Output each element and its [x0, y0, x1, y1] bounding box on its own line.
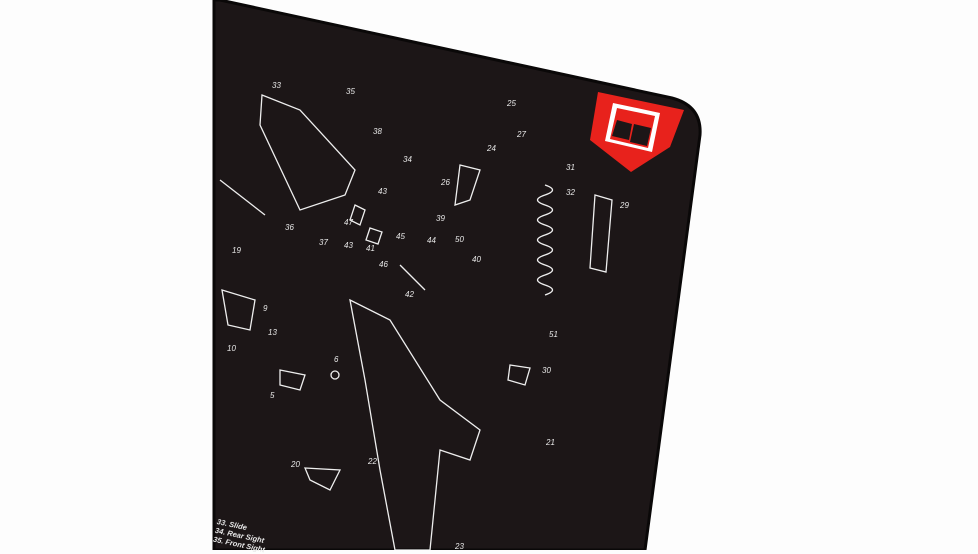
- part-number: 13: [268, 328, 277, 337]
- part-number: 43: [378, 187, 387, 196]
- part-number: 31: [566, 163, 575, 172]
- part-number: 44: [427, 236, 436, 245]
- part-number: 40: [472, 255, 481, 264]
- part-number: 6: [334, 355, 339, 364]
- part-number: 10: [227, 344, 236, 353]
- part-number: 39: [436, 214, 445, 223]
- part-number: 9: [263, 304, 268, 313]
- part-number: 22: [368, 457, 377, 466]
- part-number: 46: [379, 260, 388, 269]
- logo-icon: [590, 92, 684, 172]
- part-number: 30: [542, 366, 551, 375]
- part-number: 27: [517, 130, 526, 139]
- part-number: 43: [344, 241, 353, 250]
- part-number: 32: [566, 188, 575, 197]
- mat: [212, 0, 702, 550]
- part-number: 50: [455, 235, 464, 244]
- part-number: 21: [546, 438, 555, 447]
- part-number: 35: [346, 87, 355, 96]
- parts-diagram: [219, 94, 613, 550]
- part-number: 5: [270, 391, 275, 400]
- part-number: 33: [272, 81, 281, 90]
- part-number: 23: [455, 542, 464, 551]
- part-number: 37: [319, 238, 328, 247]
- part-number: 38: [373, 127, 382, 136]
- part-number: 20: [291, 460, 300, 469]
- part-number: 41: [366, 244, 375, 253]
- part-number: 34: [403, 155, 412, 164]
- part-number: 19: [232, 246, 241, 255]
- part-number: 51: [549, 330, 558, 339]
- part-number: 45: [396, 232, 405, 241]
- part-number: 26: [441, 178, 450, 187]
- part-number: 47: [344, 218, 353, 227]
- part-number: 36: [285, 223, 294, 232]
- part-number: 24: [487, 144, 496, 153]
- part-number: 29: [620, 201, 629, 210]
- part-number: 25: [507, 99, 516, 108]
- part-number: 42: [405, 290, 414, 299]
